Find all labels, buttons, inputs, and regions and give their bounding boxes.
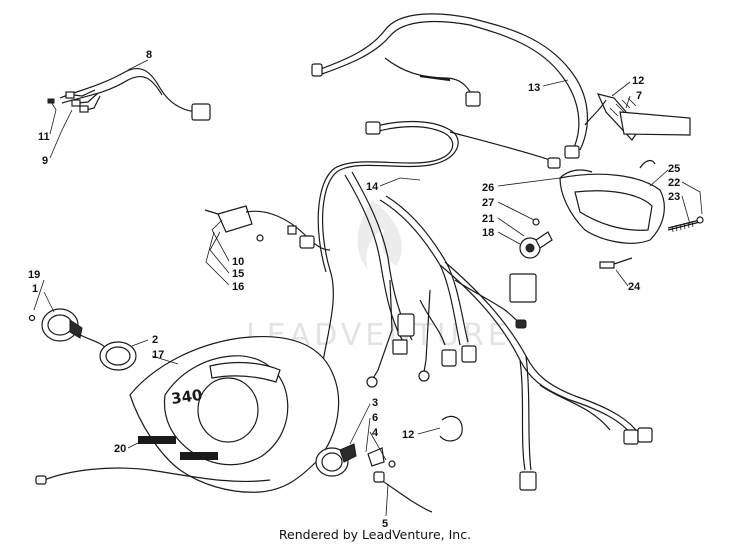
callout-25: 25	[668, 163, 680, 175]
handlebar-switch-7	[584, 93, 691, 141]
callout-1: 1	[32, 283, 38, 295]
callout-4: 4	[372, 427, 379, 439]
callout-9: 9	[42, 155, 48, 167]
footer-credit: Rendered by LeadVenture, Inc.	[278, 527, 472, 542]
gauge-label-340: 340	[170, 386, 204, 408]
callout-11: 11	[38, 131, 50, 143]
callout-23: 23	[668, 191, 680, 203]
harness-8	[47, 67, 211, 121]
callout-17: 17	[152, 349, 164, 361]
gauge-3	[315, 443, 433, 513]
gauge-1	[28, 308, 107, 349]
leader-lines	[33, 59, 703, 517]
callout-6: 6	[372, 412, 378, 424]
clip-12	[439, 415, 463, 442]
callout-12-lower: 12	[402, 429, 414, 441]
callouts: 8 11 9 13 12 7 14 26 25 22 23 27 21 18 1…	[28, 49, 680, 530]
callout-21: 21	[482, 213, 494, 225]
callout-10: 10	[232, 256, 244, 268]
dash-housing-17: 340	[129, 335, 340, 493]
callout-18: 18	[482, 227, 494, 239]
callout-16: 16	[232, 281, 244, 293]
callout-27: 27	[482, 197, 494, 209]
callout-7: 7	[636, 90, 642, 102]
bracket-10	[204, 205, 331, 251]
callout-3: 3	[372, 397, 378, 409]
callout-14: 14	[366, 181, 379, 193]
headlight-assembly	[519, 159, 704, 269]
callout-15: 15	[232, 268, 244, 280]
lower-wire	[35, 467, 271, 485]
callout-12-upper: 12	[632, 75, 644, 87]
callout-5: 5	[382, 518, 388, 530]
callout-22: 22	[668, 177, 680, 189]
callout-13: 13	[528, 82, 540, 94]
callout-19: 19	[28, 269, 40, 281]
decal-20	[138, 436, 218, 460]
callout-24: 24	[628, 281, 641, 293]
harness-14	[284, 120, 653, 491]
callout-8: 8	[146, 49, 152, 61]
ring-2	[99, 341, 137, 371]
callout-26: 26	[482, 182, 494, 194]
callout-2: 2	[152, 334, 158, 346]
callout-20: 20	[114, 443, 126, 455]
harness-13	[311, 13, 589, 159]
watermark: LEADVENTURE	[246, 200, 507, 353]
